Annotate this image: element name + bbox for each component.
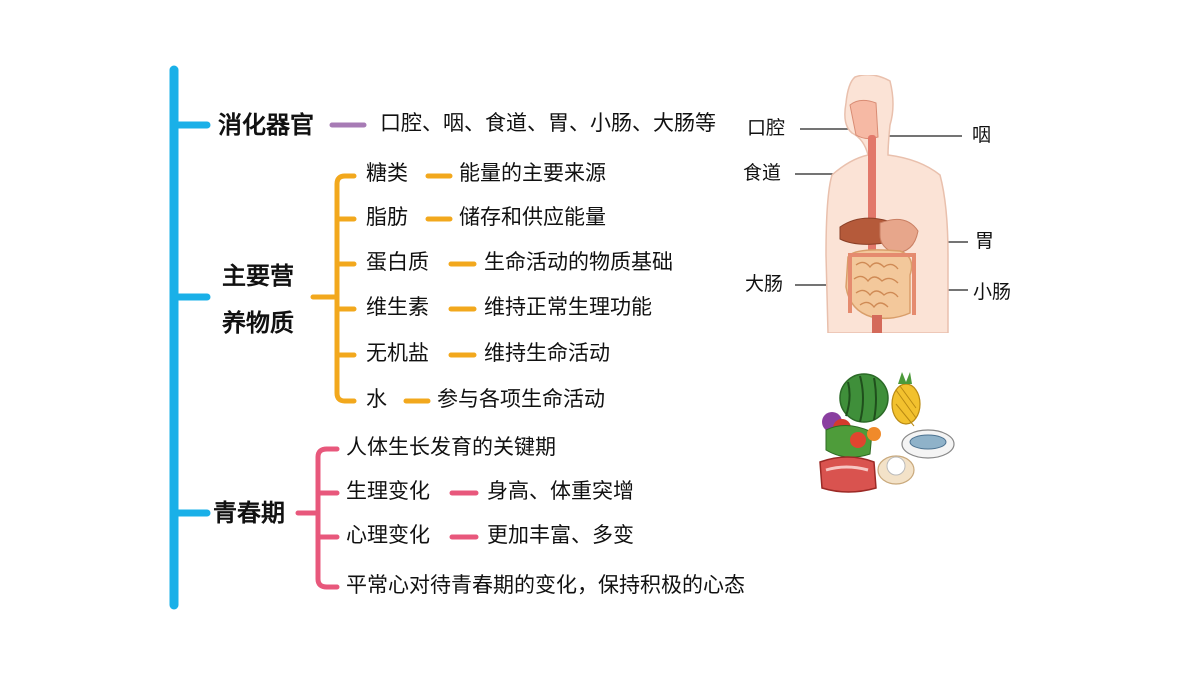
puberty-key-period: 人体生长发育的关键期 bbox=[346, 435, 556, 459]
nutrients-title-line1: 主要营 bbox=[222, 262, 294, 290]
nutrient-desc: 维持正常生理功能 bbox=[484, 295, 652, 319]
nutrients-title-line2: 养物质 bbox=[222, 309, 294, 337]
label-small-intestine: 小肠 bbox=[973, 281, 1012, 303]
puberty-physical-desc: 身高、体重突增 bbox=[487, 479, 634, 503]
label-pharynx: 咽 bbox=[972, 124, 992, 146]
nutrient-desc: 能量的主要来源 bbox=[459, 161, 606, 185]
nutrient-name: 脂肪 bbox=[366, 205, 408, 229]
nutrient-desc: 维持生命活动 bbox=[484, 341, 610, 365]
digestive-system-illustration bbox=[825, 75, 949, 333]
nutrient-desc: 生命活动的物质基础 bbox=[484, 250, 673, 274]
puberty-title: 青春期 bbox=[213, 499, 285, 527]
puberty-attitude: 平常心对待青春期的变化，保持积极的心态 bbox=[346, 573, 745, 597]
label-mouth: 口腔 bbox=[747, 117, 786, 139]
puberty-bracket bbox=[295, 446, 479, 590]
food-group-illustration bbox=[819, 372, 955, 493]
puberty-mental-desc: 更加丰富、多变 bbox=[487, 523, 634, 547]
nutrient-name: 维生素 bbox=[366, 295, 429, 319]
nutrients-bracket bbox=[310, 173, 477, 404]
nutrient-desc: 参与各项生命活动 bbox=[437, 387, 605, 411]
nutrient-name: 水 bbox=[366, 387, 387, 411]
label-esophagus: 食道 bbox=[743, 162, 782, 184]
nutrient-desc: 储存和供应能量 bbox=[459, 205, 606, 229]
nutrient-name: 无机盐 bbox=[366, 341, 429, 365]
organs-title: 消化器官 bbox=[218, 111, 314, 139]
puberty-mental-name: 心理变化 bbox=[346, 523, 430, 547]
nutrient-name: 糖类 bbox=[366, 161, 408, 185]
label-stomach: 胃 bbox=[975, 230, 995, 252]
organs-list: 口腔、咽、食道、胃、小肠、大肠等 bbox=[380, 111, 716, 135]
nutrient-name: 蛋白质 bbox=[366, 250, 429, 274]
label-large-intestine: 大肠 bbox=[745, 273, 784, 295]
puberty-physical-name: 生理变化 bbox=[346, 479, 430, 503]
